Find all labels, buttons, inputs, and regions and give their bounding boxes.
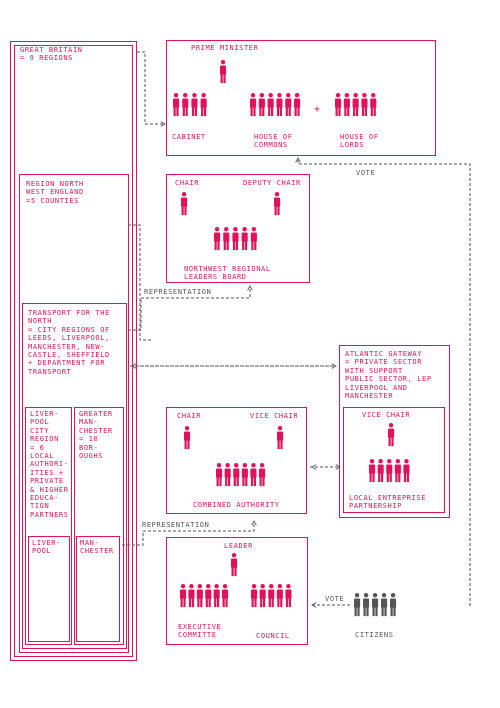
atlantic-gateway-label: ATLANTIC GATEWAY = PRIVATE SECTOR WITH S… bbox=[345, 350, 432, 401]
nw-chair-icon bbox=[181, 192, 188, 221]
council-members-icon bbox=[251, 584, 293, 613]
manchester-box bbox=[76, 536, 120, 642]
lep-vice-chair-icon bbox=[388, 423, 395, 452]
ca-chair-label: CHAIR bbox=[177, 412, 202, 420]
house-of-commons-label: HOUSE OF COMMONS bbox=[254, 133, 293, 150]
cabinet-icon bbox=[173, 93, 208, 122]
ca-chair-icon bbox=[184, 426, 191, 455]
prime-minister-icon bbox=[220, 60, 227, 89]
lep-members-icon bbox=[369, 459, 411, 488]
lcr-label: LIVER- POOL CITY REGION = 6 LOCAL AUTHOR… bbox=[30, 410, 69, 519]
tfn-label: TRANSPORT FOR THE NORTH = CITY REGIONS O… bbox=[28, 309, 110, 376]
leader-icon bbox=[231, 553, 238, 582]
prime-minister-label: PRIME MINISTER bbox=[191, 44, 259, 52]
representation-label-2: REPRESENTATION bbox=[142, 521, 210, 529]
lep-label: LOCAL ENTREPRISE PARTNERSHIP bbox=[349, 494, 427, 511]
great-britain-label: GREAT BRITAIN = 9 REGIONS bbox=[20, 46, 83, 63]
region-nw-label: REGION NORTH WEST ENGLAND =5 COUNTIES bbox=[26, 180, 84, 205]
house-of-lords-label: HOUSE OF LORDS bbox=[340, 133, 379, 150]
ca-members-icon bbox=[216, 463, 266, 492]
house-of-lords-icon bbox=[335, 93, 377, 122]
great-britain-box bbox=[10, 41, 137, 661]
region-nw-box bbox=[19, 174, 129, 653]
nw-chair-label: CHAIR bbox=[175, 179, 200, 187]
ca-vice-chair-icon bbox=[277, 426, 284, 455]
executive-committee-icon bbox=[180, 584, 229, 613]
lcr-box bbox=[25, 407, 72, 645]
combined-authority-box bbox=[166, 407, 307, 514]
vote-label-top: VOTE bbox=[356, 169, 376, 177]
citizens-label: CITIZENS bbox=[355, 631, 394, 639]
nw-board-label: NORTHWEST REGIONAL LEADERS BOARD bbox=[184, 265, 271, 282]
manchester-label: MAN- CHESTER bbox=[80, 539, 114, 556]
gb-to-national-arrow bbox=[137, 51, 166, 127]
cabinet-label: CABINET bbox=[172, 133, 206, 141]
vote-label-bottom: VOTE bbox=[325, 595, 345, 603]
citizens-icon bbox=[354, 593, 397, 622]
great-britain-inner-box bbox=[14, 45, 133, 657]
representation-label-1: REPRESENTATION bbox=[144, 288, 212, 296]
tfn-box bbox=[22, 303, 127, 649]
leader-label: LEADER bbox=[224, 542, 253, 550]
nw-deputy-chair-label: DEPUTY CHAIR bbox=[243, 179, 301, 187]
ca-vice-chair-label: VICE CHAIR bbox=[250, 412, 299, 420]
nw-deputy-chair-icon bbox=[274, 192, 281, 221]
liverpool-label: LIVER- POOL bbox=[32, 539, 61, 556]
liverpool-box bbox=[28, 536, 70, 642]
house-of-commons-icon bbox=[250, 93, 301, 122]
nw-board-members-icon bbox=[214, 227, 258, 256]
council-label: COUNCIL bbox=[256, 632, 290, 640]
executive-committee-label: EXECUTIVE COMMITTE bbox=[178, 623, 222, 640]
plus-sign: + bbox=[314, 104, 321, 115]
lep-vice-chair-label: VICE CHAIR bbox=[362, 411, 411, 419]
gm-label: GREATER MAN- CHESTER = 10 BOR- OUGHS bbox=[79, 410, 113, 461]
national-box bbox=[166, 40, 436, 156]
ca-label: COMBINED AUTHORITY bbox=[193, 501, 280, 509]
